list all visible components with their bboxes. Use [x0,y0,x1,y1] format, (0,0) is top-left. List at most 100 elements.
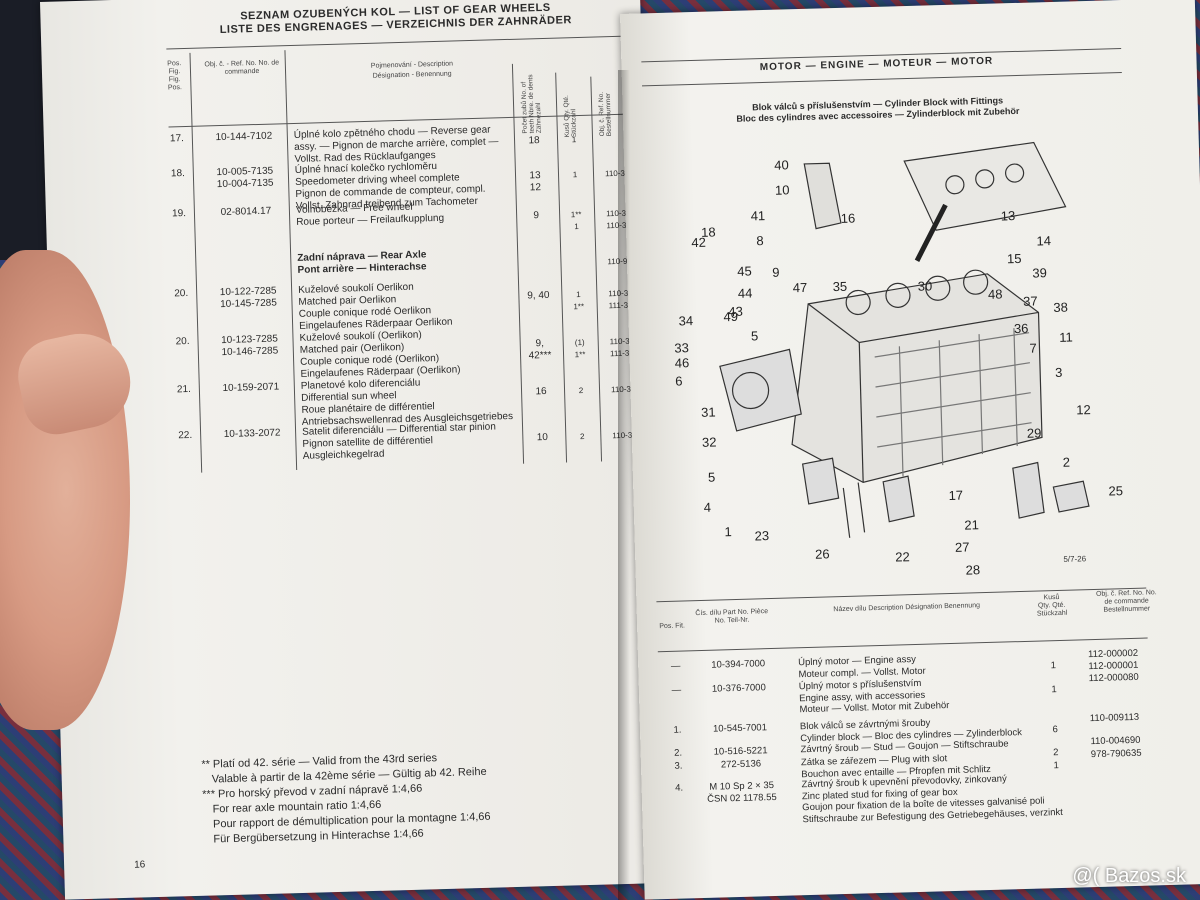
right-page-subtitle: Blok válců s příslušenstvím — Cylinder B… [713,94,1043,125]
diagram-callout: 25 [1108,483,1123,498]
row-pos: 18. [170,168,185,180]
diagram-callout: 34 [678,313,693,328]
row-desc: Satelit diferenciálu — Differential star… [302,420,553,463]
row-desc: Závrtný šroub k upevnění převodovky, zin… [801,771,1102,825]
row-teeth: 16 [535,386,547,398]
diagram-callout: 30 [918,278,933,293]
diagram-callout: 46 [675,355,690,370]
row-qty: 1 [1050,660,1057,672]
row-teeth: 18 [528,135,540,147]
row-ref: 10-133-2072 [223,427,281,441]
diagram-callout: 8 [756,233,764,248]
row-pos [157,256,187,257]
row-teeth: 10 [536,431,549,444]
row-qty: 1 1** [573,290,585,312]
diagram-callout: 12 [1076,402,1091,417]
diagram-callout: 48 [988,286,1003,301]
col-ref-right: Obj. č. Ref. No. No. de commande Bestell… [1095,589,1157,614]
diagram-callout: 42 [691,235,706,250]
row-ref: 10-144-7102 [215,130,273,144]
diagram-callout: 1 [724,524,732,539]
row-part-no: 10-545-7001 [712,722,768,735]
row-qty: 1 [1053,760,1059,772]
diagram-callout: 32 [702,434,717,449]
row-pos: 17. [169,133,185,145]
row-desc: Kuželové soukolí (Oerlikon)Matched pair … [299,326,550,381]
row-ref [197,253,297,256]
diagram-callout: 33 [674,340,689,355]
col-partno: Čís. dílu Part No. Pièce No. Teil-Nr. [695,608,769,625]
row-ref: 112-000080 [1088,671,1139,685]
parts-table-rule-top [656,587,1147,603]
diagram-callout: 11 [1059,329,1073,344]
row-teeth: 9, 40 [527,289,550,302]
header-rule-bottom [168,113,624,128]
diagram-callout: 6 [675,373,683,388]
row-part-no: 272-5136 [720,758,762,771]
diagram-callout: 49 [723,309,738,324]
diagram-callout: 36 [1014,321,1029,336]
header-rule-top [166,35,622,50]
left-page-title: SEZNAM OZUBENÝCH KOL — LIST OF GEAR WHEE… [215,1,576,37]
diagram-callout: 39 [1032,265,1047,280]
diagram-callout: 38 [1053,300,1068,315]
left-page: SEZNAM OZUBENÝCH KOL — LIST OF GEAR WHEE… [40,0,665,900]
diagram-callout: 17 [948,488,963,503]
row-qty [562,257,592,258]
row-ref: 02-8014.17 [220,205,272,219]
diagram-callout: 10 [775,182,790,197]
diagram-callout: 43 [728,304,743,319]
diagram-callout: 15 [1007,251,1022,266]
row-qty: 2 [578,385,584,396]
col-cat: Obj. č. Ref. No. Bestellnummer [597,91,613,137]
diagram-callout: 41 [750,208,765,223]
row-ref [1091,769,1171,771]
diagram-callout: 31 [701,404,716,419]
figure-tag: 5/7-26 [1063,554,1086,564]
diagram-callout: 35 [832,279,847,294]
diagram-callout: 26 [815,546,830,561]
diagram-callout: 14 [1036,233,1051,248]
row-qty: 1** 1 [570,209,582,232]
diagram-callout: 47 [793,280,808,295]
col-ref: Obj. č. - Ref. No. No. de commande [204,59,280,76]
row-qty: 1 [1051,684,1057,696]
book-gutter [618,70,630,900]
col-qty-right: Kusů Qty. Qté. Stückzahl [1036,593,1068,618]
col-divider-1 [189,52,203,473]
diagram-callout: 22 [895,549,910,564]
diagram-callout: 37 [1023,293,1038,308]
diagram-callout: 5 [708,470,716,485]
row-ref: 10-005-7135 10-004-7135 [216,165,274,191]
diagram-callout: 3 [1055,365,1063,380]
row-teeth: 9, 42*** [528,338,552,362]
diagram-callout: 13 [1001,208,1016,223]
watermark: @( Bazos.sk [1072,865,1186,887]
row-ref: 110-009113 [1089,711,1140,725]
row-pos: 21. [176,383,192,396]
diagram-callout: 18 [701,224,716,239]
row-part-no: 10-376-7000 [711,682,766,695]
col-divider-2 [284,50,298,471]
row-teeth: 9 [533,210,540,222]
diagram-callout: 4 [704,500,712,515]
right-title-rule-bottom [642,72,1122,87]
col-qty: Kusů Qty. Qté. Stückzahl [562,95,578,138]
diagram-callout: 40 [774,157,789,172]
diagram-callout: 9 [772,265,780,280]
row-ref: 112-000002 112-000001 [1087,647,1139,672]
diagram-callout: 45 [737,263,752,278]
row-qty: 1 [572,170,578,180]
row-pos: 19. [171,208,187,220]
diagram-callout: 29 [1027,425,1042,440]
row-ref: 10-122-7285 10-145-7285 [219,285,278,311]
diagram-callout: 16 [841,211,856,226]
row-part-no: 10-516-5221 [713,745,768,758]
col-pos: Pos. Fig. Fig. Pos. [167,60,183,92]
